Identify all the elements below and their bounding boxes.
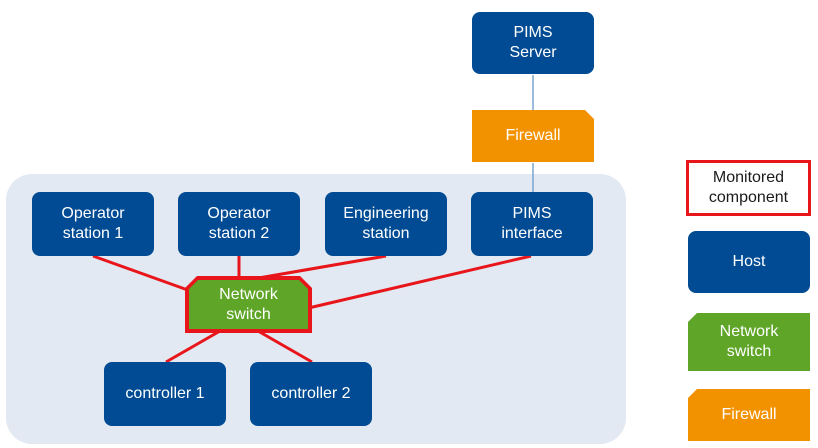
pims-interface: PIMS interface bbox=[471, 192, 593, 256]
link-controller-2 bbox=[257, 329, 313, 364]
legend-host: Host bbox=[688, 231, 810, 293]
link-pims-interface bbox=[299, 254, 532, 312]
engineering-station: Engineering station bbox=[325, 192, 447, 256]
controller-2: controller 2 bbox=[250, 362, 372, 426]
legend-firewall: Firewall bbox=[688, 389, 810, 441]
operator-station-2: Operator station 2 bbox=[178, 192, 300, 256]
firewall: Firewall bbox=[472, 110, 594, 162]
legend-network-switch: Network switch bbox=[688, 313, 810, 371]
network-switch: Network switch bbox=[189, 280, 308, 329]
controller-1: controller 1 bbox=[104, 362, 226, 426]
link-controller-1 bbox=[165, 329, 221, 364]
legend-monitored-component: Monitored component bbox=[686, 160, 811, 216]
pims-server: PIMS Server bbox=[472, 12, 594, 74]
operator-station-1: Operator station 1 bbox=[32, 192, 154, 256]
